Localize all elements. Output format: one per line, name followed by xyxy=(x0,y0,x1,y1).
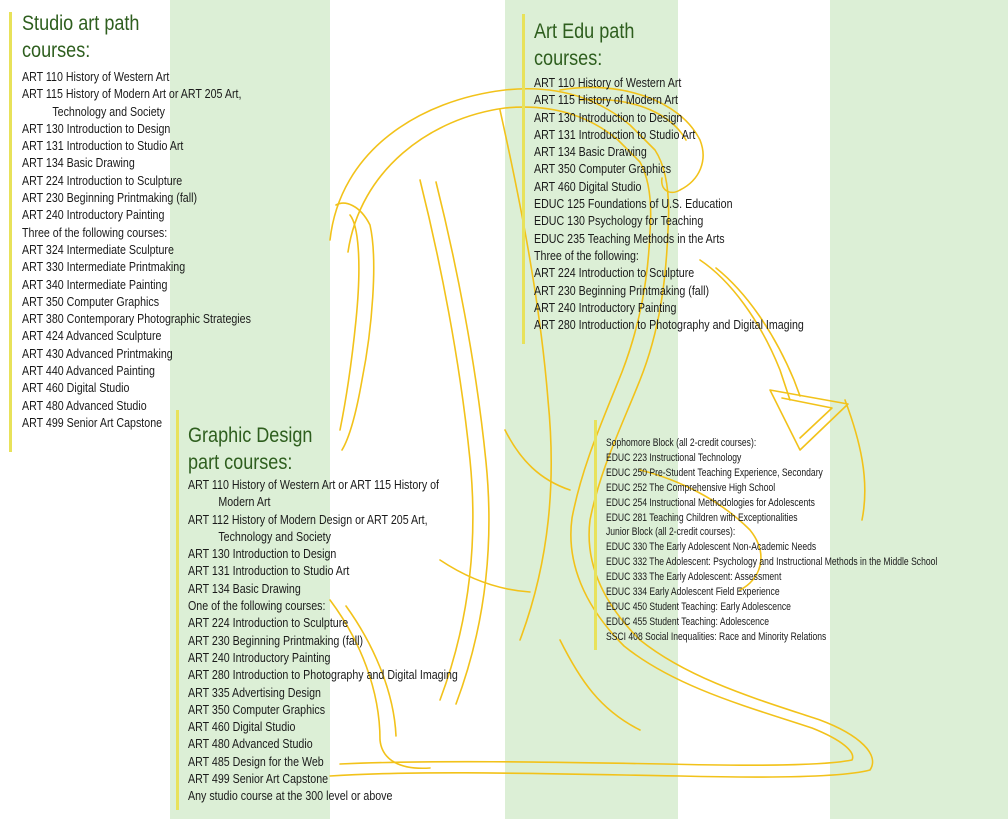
background-stripe xyxy=(505,0,678,819)
section-title: courses: xyxy=(22,39,91,62)
list-item: ART 460 Digital Studio xyxy=(22,380,130,396)
list-item: Three of the following courses: xyxy=(22,224,168,240)
list-item: ART 499 Senior Art Capstone xyxy=(22,414,163,430)
list-item: ART 499 Senior Art Capstone xyxy=(188,771,329,787)
list-item: ART 240 Introductory Painting xyxy=(188,649,331,665)
list-item: ART 224 Introduction to Sculpture xyxy=(188,615,349,631)
list-item: ART 115 History of Modern Art xyxy=(534,92,678,108)
list-item: ART 110 History of Western Art or ART 11… xyxy=(188,477,440,492)
list-item: EDUC 125 Foundations of U.S. Education xyxy=(534,196,733,212)
list-item: ART 134 Basic Drawing xyxy=(188,580,301,596)
list-item: ART 350 Computer Graphics xyxy=(534,161,672,177)
list-item: ART 335 Advertising Design xyxy=(188,684,321,700)
list-item: ART 224 Introduction to Sculpture xyxy=(534,265,695,281)
list-item: EDUC 334 Early Adolescent Field Experien… xyxy=(606,586,780,599)
list-item: EDUC 332 The Adolescent: Psychology and … xyxy=(606,556,938,569)
studio-art-section: Studio art path courses: ART 110 History… xyxy=(22,10,301,431)
course-list: ART 110 History of Western Art ART 115 H… xyxy=(534,74,863,333)
course-list: ART 110 History of Western Art ART 115 H… xyxy=(22,68,301,431)
education-blocks-section: Sophomore Block (all 2-credit courses): … xyxy=(606,436,1008,645)
list-item: ART 424 Advanced Sculpture xyxy=(22,328,162,344)
list-item: ART 115 History of Modern Art or ART 205… xyxy=(22,86,242,102)
list-item: ART 134 Basic Drawing xyxy=(22,155,135,171)
list-item: One of the following courses: xyxy=(188,598,326,614)
list-item: EDUC 281 Teaching Children with Exceptio… xyxy=(606,511,798,524)
list-item: ART 460 Digital Studio xyxy=(534,178,642,194)
list-item: ART 440 Advanced Painting xyxy=(22,363,155,379)
list-item: Any studio course at the 300 level or ab… xyxy=(188,788,393,804)
list-item: SSCI 408 Social Inequalities: Race and M… xyxy=(606,630,827,643)
list-item: EDUC 250 Pre-Student Teaching Experience… xyxy=(606,466,823,479)
graphic-design-section: Graphic Design part courses: ART 110 His… xyxy=(188,422,517,805)
list-item: EDUC 330 The Early Adolescent Non-Academ… xyxy=(606,541,817,554)
section-title: Art Edu path xyxy=(534,20,635,43)
list-item: ART 380 Contemporary Photographic Strate… xyxy=(22,311,251,327)
list-item: ART 330 Intermediate Printmaking xyxy=(22,259,186,275)
list-item: ART 480 Advanced Studio xyxy=(22,397,147,413)
list-item: ART 134 Basic Drawing xyxy=(534,144,647,160)
list-item: EDUC 455 Student Teaching: Adolescence xyxy=(606,615,769,628)
list-item: ART 130 Introduction to Design xyxy=(188,546,337,562)
list-item: ART 240 Introductory Painting xyxy=(22,207,165,223)
list-item: ART 340 Intermediate Painting xyxy=(22,276,168,292)
section-title: part courses: xyxy=(188,451,293,474)
art-edu-section: Art Edu path courses: ART 110 History of… xyxy=(534,18,863,333)
background-stripe xyxy=(830,0,1008,819)
section-title: courses: xyxy=(534,47,603,70)
course-list: ART 110 History of Western Art or ART 11… xyxy=(188,476,517,805)
list-item: ART 110 History of Western Art xyxy=(534,75,682,90)
list-item: Junior Block (all 2-credit courses): xyxy=(606,526,736,539)
background-stripe xyxy=(170,0,330,819)
list-item: ART 324 Intermediate Sculpture xyxy=(22,241,174,257)
section-title: Studio art path xyxy=(22,12,140,35)
list-item: Modern Art xyxy=(218,494,271,510)
section-title: Graphic Design xyxy=(188,424,313,447)
list-item: EDUC 450 Student Teaching: Early Adolesc… xyxy=(606,600,791,613)
list-item: ART 460 Digital Studio xyxy=(188,719,296,735)
list-item: EDUC 333 The Early Adolescent: Assessmen… xyxy=(606,571,782,584)
list-item: ART 131 Introduction to Studio Art xyxy=(188,563,350,579)
list-item: ART 280 Introduction to Photography and … xyxy=(188,667,458,683)
list-item: EDUC 254 Instructional Methodologies for… xyxy=(606,496,815,509)
list-item: EDUC 223 Instructional Technology xyxy=(606,451,742,464)
list-item: ART 480 Advanced Studio xyxy=(188,736,313,752)
list-item: EDUC 252 The Comprehensive High School xyxy=(606,481,776,494)
list-item: Technology and Society xyxy=(52,103,165,119)
accent-bar xyxy=(522,14,525,344)
list-item: ART 230 Beginning Printmaking (fall) xyxy=(534,282,710,298)
list-item: ART 110 History of Western Art xyxy=(22,69,170,84)
list-item: ART 230 Beginning Printmaking (fall) xyxy=(188,632,364,648)
list-item: ART 280 Introduction to Photography and … xyxy=(534,317,804,333)
list-item: EDUC 235 Teaching Methods in the Arts xyxy=(534,230,725,246)
accent-bar xyxy=(176,410,179,810)
accent-bar xyxy=(594,420,597,650)
list-item: ART 350 Computer Graphics xyxy=(22,293,160,309)
list-item: ART 224 Introduction to Sculpture xyxy=(22,172,183,188)
list-item: ART 350 Computer Graphics xyxy=(188,701,326,717)
list-item: ART 485 Design for the Web xyxy=(188,753,324,769)
list-item: Sophomore Block (all 2-credit courses): xyxy=(606,437,757,449)
list-item: ART 240 Introductory Painting xyxy=(534,299,677,315)
list-item: ART 130 Introduction to Design xyxy=(534,109,683,125)
list-item: Technology and Society xyxy=(218,528,331,544)
list-item: ART 112 History of Modern Design or ART … xyxy=(188,511,428,527)
list-item: ART 130 Introduction to Design xyxy=(22,120,171,136)
list-item: ART 131 Introduction to Studio Art xyxy=(22,138,184,154)
list-item: Three of the following: xyxy=(534,247,639,263)
accent-bar xyxy=(9,12,12,452)
list-item: EDUC 130 Psychology for Teaching xyxy=(534,213,704,229)
list-item: ART 230 Beginning Printmaking (fall) xyxy=(22,190,198,206)
list-item: ART 131 Introduction to Studio Art xyxy=(534,126,696,142)
course-list: Sophomore Block (all 2-credit courses): … xyxy=(606,436,1008,645)
list-item: ART 430 Advanced Printmaking xyxy=(22,345,173,361)
